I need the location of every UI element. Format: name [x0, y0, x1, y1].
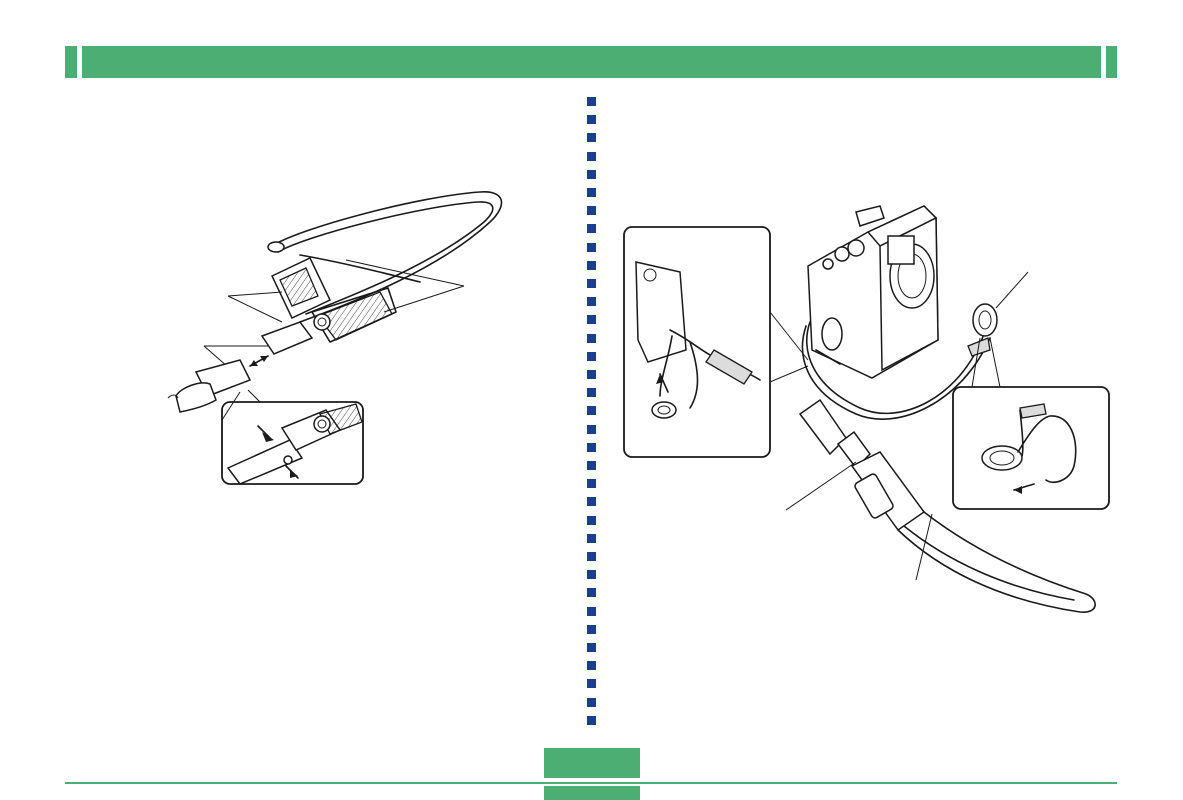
- header-bar-left-cap: [65, 46, 77, 78]
- divider-dot: [587, 534, 596, 543]
- divider-dot: [587, 315, 596, 324]
- header-bar-main: [82, 46, 1101, 78]
- divider-dot: [587, 698, 596, 707]
- divider-dot: [587, 206, 596, 215]
- header-bar: [65, 46, 1117, 78]
- divider-dot: [587, 607, 596, 616]
- divider-dot: [587, 188, 596, 197]
- divider-dot: [587, 552, 596, 561]
- divider-dot: [587, 679, 596, 688]
- divider-dot: [587, 497, 596, 506]
- divider-dot: [587, 97, 596, 106]
- divider-dot: [587, 461, 596, 470]
- page-number-tab: [544, 748, 640, 778]
- lens-cap-wrist-strap-illustration: [623, 205, 1110, 613]
- divider-dot: [587, 388, 596, 397]
- divider-dot: [587, 243, 596, 252]
- divider-dot: [587, 406, 596, 415]
- divider-dot: [587, 297, 596, 306]
- header-bar-right-cap: [1106, 46, 1117, 78]
- divider-dot: [587, 516, 596, 525]
- divider-dot: [587, 152, 596, 161]
- divider-dot: [587, 661, 596, 670]
- column-divider: [586, 97, 598, 737]
- divider-dot: [587, 370, 596, 379]
- divider-dot: [587, 261, 596, 270]
- divider-dot: [587, 570, 596, 579]
- divider-dot: [587, 425, 596, 434]
- divider-dot: [587, 279, 596, 288]
- divider-dot: [587, 625, 596, 634]
- divider-dot: [587, 224, 596, 233]
- divider-dot: [587, 115, 596, 124]
- divider-dot: [587, 352, 596, 361]
- divider-dot: [587, 643, 596, 652]
- divider-dot: [587, 170, 596, 179]
- footer-rule: [65, 782, 1117, 784]
- divider-dot: [587, 588, 596, 597]
- page-tab-base: [544, 786, 640, 800]
- neck-strap-buckle-illustration: [167, 191, 503, 485]
- divider-dot: [587, 443, 596, 452]
- divider-dot: [587, 334, 596, 343]
- divider-dot: [587, 716, 596, 725]
- divider-dot: [587, 479, 596, 488]
- divider-dot: [587, 133, 596, 142]
